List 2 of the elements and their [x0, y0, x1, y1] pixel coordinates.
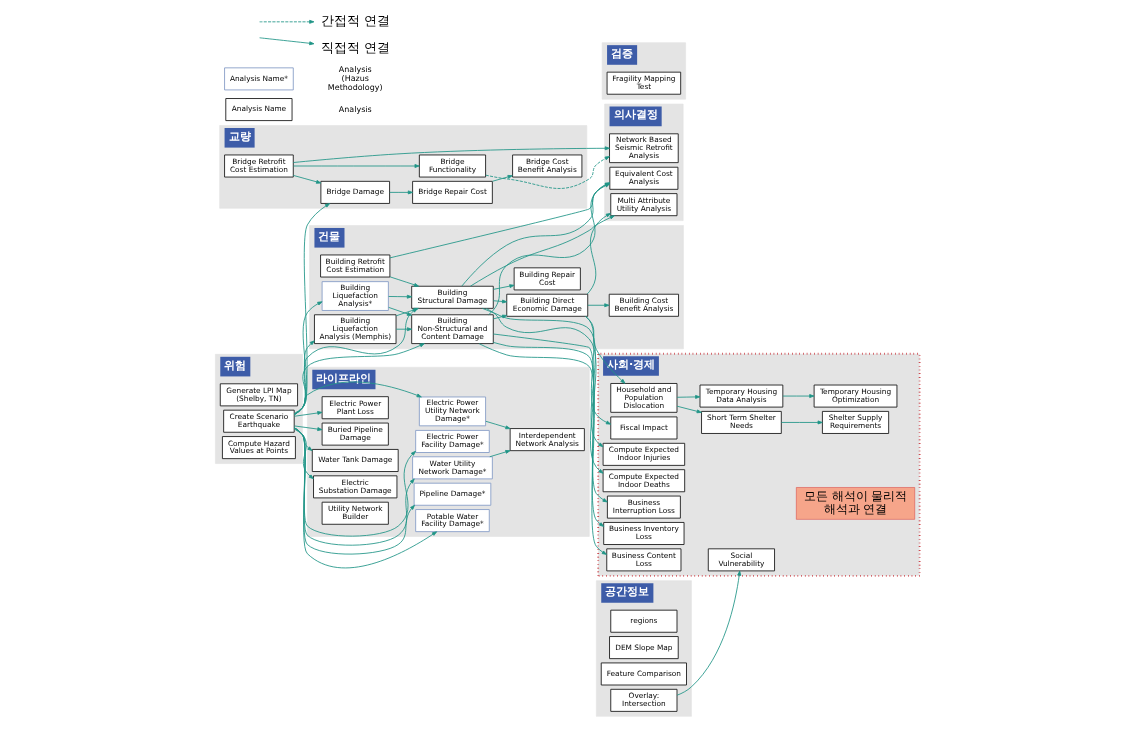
- legend-label: 간접적 연결: [320, 12, 390, 29]
- legend-label: 직접적 연결: [320, 38, 390, 55]
